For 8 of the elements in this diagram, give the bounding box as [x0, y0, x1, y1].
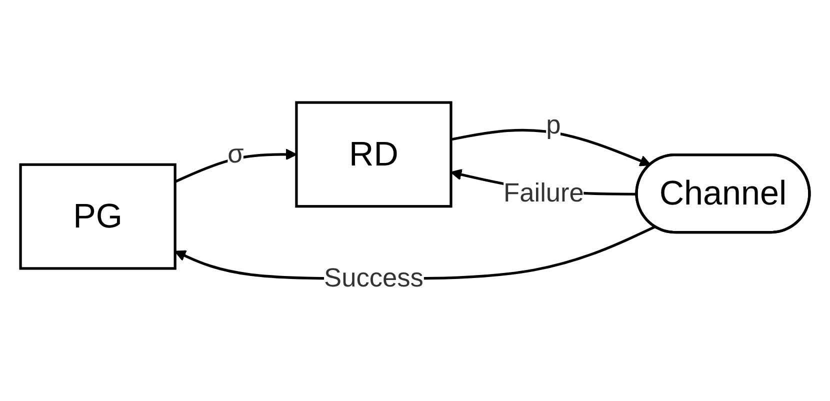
- edge-label: σ: [228, 140, 244, 169]
- arrow: [450, 128, 652, 166]
- edge-label: p: [546, 111, 561, 140]
- node-box: RD: [295, 101, 452, 208]
- edge-label: Success: [324, 264, 424, 294]
- arrow: [174, 148, 297, 184]
- node-box: PG: [19, 163, 176, 270]
- edge-label: Failure: [504, 179, 584, 208]
